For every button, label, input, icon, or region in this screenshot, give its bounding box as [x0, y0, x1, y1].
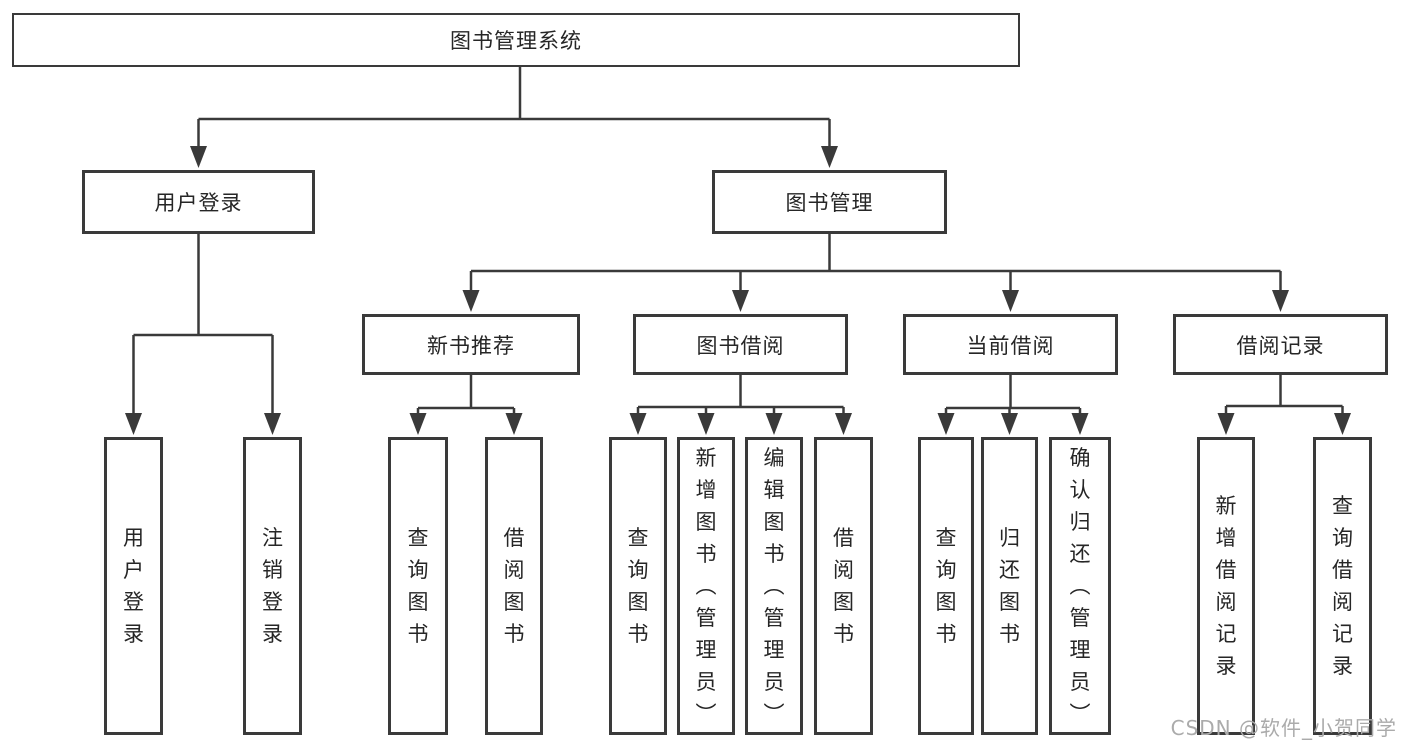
- node-label: 注 销 登 录: [262, 526, 283, 646]
- connector-book-mgmt-children: [462, 234, 1289, 312]
- leaf-query-books-current: 查 询 图 书: [918, 437, 974, 735]
- node-label: 借阅记录: [1236, 333, 1325, 358]
- connector-user-login-children: [125, 234, 281, 435]
- node-label: 借 阅 图 书: [833, 526, 854, 646]
- node-label: 新 增 借 阅 记 录: [1215, 494, 1237, 678]
- node-label: 图书管理系统: [450, 29, 582, 53]
- node-label: 归 还 图 书: [999, 526, 1020, 646]
- node-label: 查 询 图 书: [935, 526, 957, 646]
- connector-book-borrow-children: [629, 375, 852, 435]
- node-label: 当前借阅: [966, 333, 1055, 358]
- node-label: 图书借阅: [696, 333, 785, 358]
- node-borrow-records: 借阅记录: [1173, 314, 1388, 375]
- connector-borrow-record-children: [1217, 375, 1351, 435]
- leaf-confirm-return-admin: 确 认 归 还 ︵ 管 理 员 ︶: [1049, 437, 1111, 735]
- node-label: 查 询 借 阅 记 录: [1332, 494, 1353, 678]
- node-user-login: 用户登录: [82, 170, 315, 234]
- leaf-add-borrow-record: 新 增 借 阅 记 录: [1197, 437, 1255, 735]
- leaf-borrow-books-borrowing: 借 阅 图 书: [814, 437, 873, 735]
- node-label: 新 增 图 书 ︵ 管 理 员 ︶: [695, 446, 717, 726]
- node-label: 确 认 归 还 ︵ 管 理 员 ︶: [1069, 446, 1091, 726]
- connector-new-book-children: [409, 375, 523, 435]
- node-new-book-recommend: 新书推荐: [362, 314, 580, 375]
- node-label: 借 阅 图 书: [503, 526, 525, 646]
- leaf-query-borrow-record: 查 询 借 阅 记 录: [1313, 437, 1372, 735]
- leaf-user-login: 用 户 登 录: [104, 437, 163, 735]
- node-label: 查 询 图 书: [407, 526, 429, 646]
- node-label: 用 户 登 录: [123, 526, 144, 646]
- leaf-borrow-books-newbook: 借 阅 图 书: [485, 437, 543, 735]
- node-book-borrowing: 图书借阅: [633, 314, 848, 375]
- connector-root-to-level2: [190, 67, 838, 168]
- leaf-edit-books-admin: 编 辑 图 书 ︵ 管 理 员 ︶: [745, 437, 803, 735]
- node-label: 编 辑 图 书 ︵ 管 理 员 ︶: [763, 446, 785, 726]
- leaf-query-books-borrowing: 查 询 图 书: [609, 437, 667, 735]
- node-label: 新书推荐: [427, 333, 515, 358]
- leaf-query-books-newbook: 查 询 图 书: [388, 437, 448, 735]
- leaf-add-books-admin: 新 增 图 书 ︵ 管 理 员 ︶: [677, 437, 735, 735]
- connector-current-borrow-children: [937, 375, 1089, 435]
- node-library-management-system: 图书管理系统: [12, 13, 1020, 67]
- node-book-management: 图书管理: [712, 170, 947, 234]
- node-current-borrowing: 当前借阅: [903, 314, 1118, 375]
- node-label: 图书管理: [785, 191, 874, 215]
- leaf-logout: 注 销 登 录: [243, 437, 302, 735]
- csdn-watermark: CSDN @软件_小贺同学: [1170, 716, 1397, 740]
- leaf-return-books: 归 还 图 书: [981, 437, 1038, 735]
- node-label: 查 询 图 书: [627, 526, 649, 646]
- node-label: 用户登录: [154, 191, 243, 215]
